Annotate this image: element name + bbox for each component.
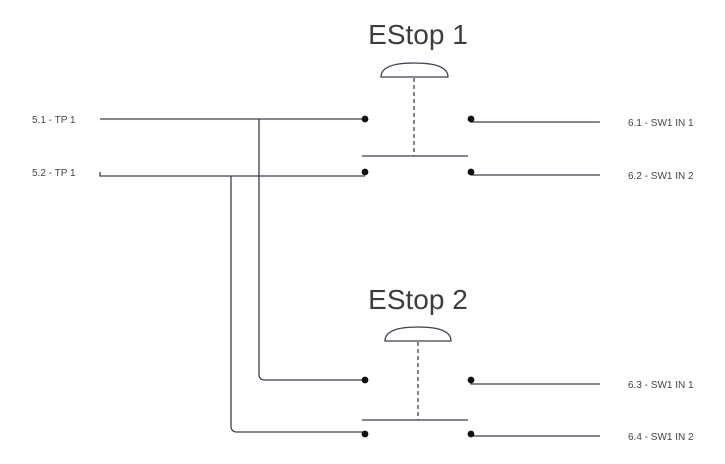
wire-5-2-to-estop-1 <box>99 172 365 177</box>
input-label-5-1: 5.1 - TP 1 <box>32 115 76 126</box>
estop-2-terminal-left-bottom <box>361 430 369 438</box>
input-label-5-2: 5.2 - TP 1 <box>32 168 76 179</box>
estop-2-terminal-left-top <box>361 376 369 384</box>
estop-2-terminal-right-bottom <box>467 430 475 438</box>
estop-1-title: EStop 1 <box>368 19 468 50</box>
wire-5-2-branch-to-estop-2 <box>230 176 365 433</box>
estop-1-terminal-left-top <box>361 115 369 123</box>
estop-1-terminal-left-bottom <box>361 168 369 176</box>
output-label-6-4: 6.4 - SW1 IN 2 <box>628 432 694 443</box>
output-label-6-3: 6.3 - SW1 IN 1 <box>628 380 694 391</box>
estop-2-title: EStop 2 <box>368 284 468 315</box>
output-label-6-2: 6.2 - SW1 IN 2 <box>628 171 694 182</box>
estop-1-terminal-right-top <box>467 115 475 123</box>
output-label-6-1: 6.1 - SW1 IN 1 <box>628 118 694 129</box>
wire-estop-2-to-6-3 <box>470 380 600 385</box>
wire-estop-1-to-6-1 <box>470 119 600 123</box>
estop-2-mushroom-button <box>384 326 452 342</box>
estop-2-terminal-right-top <box>467 376 475 384</box>
wire-5-1-branch-to-estop-2 <box>258 119 365 381</box>
estop-1-terminal-right-bottom <box>467 168 475 176</box>
estop-1-mushroom-button <box>380 62 449 78</box>
